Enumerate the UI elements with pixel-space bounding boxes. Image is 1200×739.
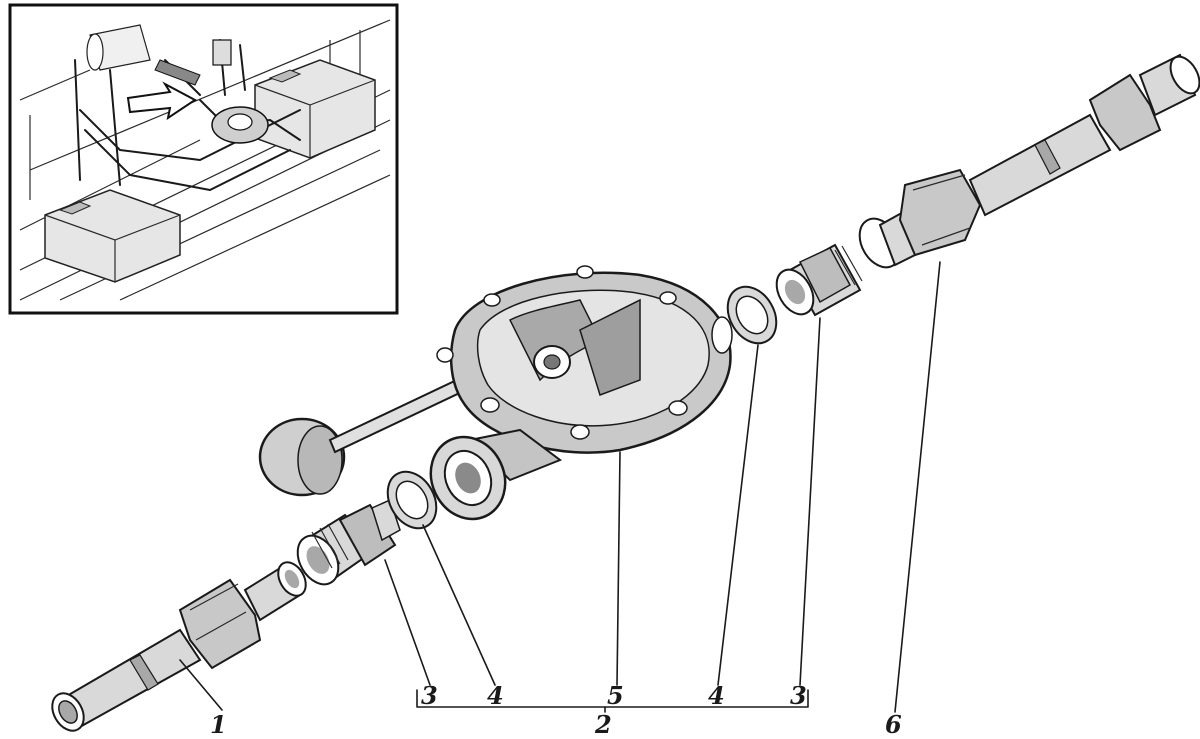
part-5-valve-body <box>258 265 733 521</box>
part-1-hose-fitting <box>51 561 307 732</box>
part-4-washer-right <box>726 285 778 345</box>
callout-3-right: 3 <box>790 681 807 710</box>
callout-4-left: 4 <box>487 681 504 710</box>
callout-3-left: 3 <box>421 681 438 710</box>
inset-pointer-arrow <box>126 81 197 121</box>
inset-pump-unit <box>154 39 269 144</box>
inset-tank <box>86 24 151 71</box>
callout-1: 1 <box>210 710 227 739</box>
callout-6: 6 <box>885 710 902 739</box>
part-6-hose-fitting <box>858 53 1200 269</box>
callout-labels: 1 3 4 5 2 4 3 6 <box>210 681 902 739</box>
callout-2: 2 <box>594 710 612 739</box>
leader-lines <box>179 261 941 713</box>
part-4-washer-left <box>386 470 438 530</box>
part-3-union-left <box>296 498 401 586</box>
inset-box-lower <box>44 189 181 283</box>
part-3-union-right <box>775 243 863 317</box>
callout-4-right: 4 <box>708 681 725 710</box>
inset-location-view <box>8 3 399 315</box>
inset-box-upper <box>254 59 376 159</box>
callout-5: 5 <box>607 681 624 710</box>
